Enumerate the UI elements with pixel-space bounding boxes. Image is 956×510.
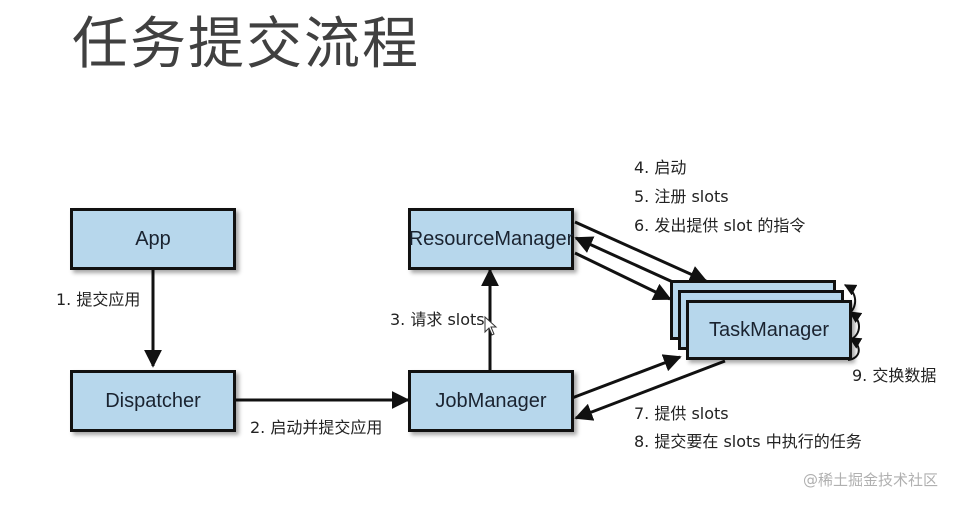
mouse-cursor-icon	[484, 316, 498, 336]
node-app: App	[70, 208, 236, 270]
node-job-manager: JobManager	[408, 370, 574, 432]
step-6-label: 6. 发出提供 slot 的指令	[634, 216, 806, 235]
step-4-label: 4. 启动	[634, 158, 687, 177]
step-3-label: 3. 请求 slots	[390, 310, 485, 329]
arrow-submit-tasks	[574, 359, 726, 421]
node-task-manager-label: TaskManager	[708, 318, 830, 341]
node-task-manager: TaskManager	[686, 300, 852, 360]
node-resource-manager-label: ResourceManager	[408, 227, 574, 250]
arrow-start-tm	[574, 220, 708, 283]
arrow-offer-slots	[571, 354, 682, 400]
step-7-label: 7. 提供 slots	[634, 404, 729, 423]
node-dispatcher: Dispatcher	[70, 370, 236, 432]
node-dispatcher-label: Dispatcher	[105, 389, 201, 412]
arrow-offer-instruction	[574, 251, 672, 301]
step-1-label: 1. 提交应用	[56, 290, 141, 309]
step-5-label: 5. 注册 slots	[634, 187, 729, 206]
step-9-label: 9. 交换数据	[852, 366, 937, 385]
step-2-label: 2. 启动并提交应用	[250, 418, 383, 437]
node-resource-manager: ResourceManager	[408, 208, 574, 270]
page-title: 任务提交流程	[72, 12, 420, 77]
step-8-label: 8. 提交要在 slots 中执行的任务	[634, 432, 862, 451]
node-app-label: App	[135, 227, 171, 250]
arrow-register-slots	[574, 236, 687, 290]
node-job-manager-label: JobManager	[435, 389, 547, 412]
watermark: @稀土掘金技术社区	[802, 471, 938, 489]
